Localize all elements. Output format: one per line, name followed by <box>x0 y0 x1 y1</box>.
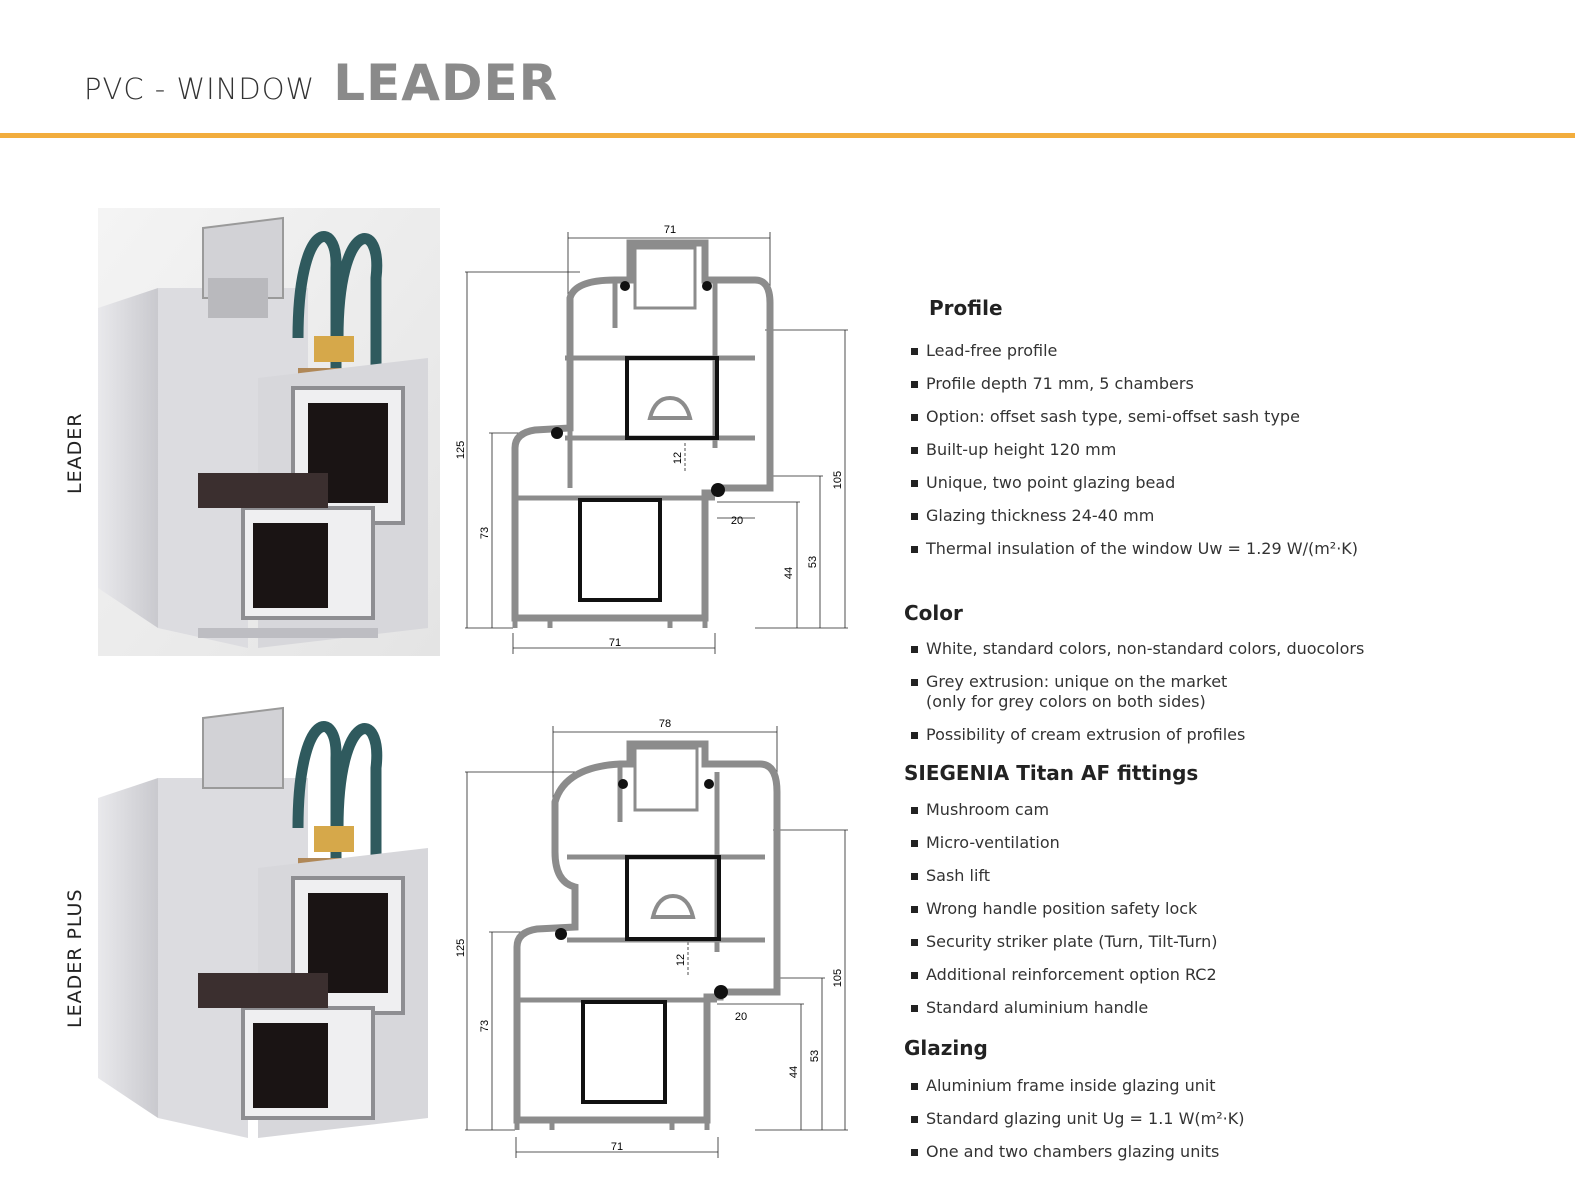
cross-section-drawing-leader: 71 71 125 73 12 105 53 44 20 <box>455 224 848 654</box>
dim-right-outer: 105 <box>832 471 844 489</box>
dim-left-outer: 125 <box>455 441 467 459</box>
dim-top: 78 <box>659 718 671 730</box>
dim-left-inner: 73 <box>479 527 491 539</box>
dim-center: 12 <box>672 452 684 464</box>
list-item: Profile depth 71 mm, 5 chambers <box>904 374 1544 394</box>
profile-list: Lead-free profile Profile depth 71 mm, 5… <box>904 341 1544 559</box>
fittings-list: Mushroom cam Micro-ventilation Sash lift… <box>904 800 1544 1018</box>
list-item: Grey extrusion: unique on the market <box>904 672 1544 692</box>
dim-bottom: 71 <box>611 1141 623 1153</box>
dim-right-outer: 105 <box>832 969 844 987</box>
list-item: Security striker plate (Turn, Tilt-Turn) <box>904 932 1544 952</box>
list-item-sub-text: (only for grey colors on both sides) <box>926 692 1206 711</box>
list-item: Sash lift <box>904 866 1544 886</box>
list-item: Possibility of cream extrusion of profil… <box>904 725 1544 745</box>
list-item: Lead-free profile <box>904 341 1544 361</box>
list-item: Option: offset sash type, semi-offset sa… <box>904 407 1544 427</box>
section-title-color: Color <box>904 601 963 625</box>
cross-section-drawing-leader-plus: 78 71 125 73 12 105 53 44 20 <box>455 718 848 1158</box>
dim-top: 71 <box>664 224 676 236</box>
list-item: One and two chambers glazing units <box>904 1142 1544 1162</box>
page-header: PVC - WINDOW LEADER <box>84 52 558 112</box>
section-title-glazing: Glazing <box>904 1036 988 1060</box>
dim-bead: 20 <box>731 515 743 527</box>
list-item: Aluminium frame inside glazing unit <box>904 1076 1544 1096</box>
specifications: Profile Lead-free profile Profile depth … <box>904 296 1544 1162</box>
list-item: Standard glazing unit Ug = 1.1 W(m²·K) <box>904 1109 1544 1129</box>
section-title-profile: Profile <box>929 296 1003 320</box>
variant-label-leader-plus: LEADER PLUS <box>64 888 86 1028</box>
variant-label-leader: LEADER <box>64 412 86 494</box>
list-item: Thermal insulation of the window Uw = 1.… <box>904 539 1544 559</box>
accent-rule <box>0 133 1575 138</box>
list-item: Glazing thickness 24-40 mm <box>904 506 1544 526</box>
profile-photo-leader-plus <box>98 698 440 1153</box>
list-item: Micro-ventilation <box>904 833 1544 853</box>
dim-right-mid: 53 <box>807 556 819 568</box>
list-item: Wrong handle position safety lock <box>904 899 1544 919</box>
list-item: Additional reinforcement option RC2 <box>904 965 1544 985</box>
list-item: Mushroom cam <box>904 800 1544 820</box>
color-list: White, standard colors, non-standard col… <box>904 639 1544 745</box>
header-title: LEADER <box>333 54 559 112</box>
dim-bottom: 71 <box>609 637 621 649</box>
list-item: White, standard colors, non-standard col… <box>904 639 1544 659</box>
list-item-sub: (only for grey colors on both sides) <box>904 692 1544 712</box>
list-item: Standard aluminium handle <box>904 998 1544 1018</box>
glazing-list: Aluminium frame inside glazing unit Stan… <box>904 1076 1544 1162</box>
header-prefix: PVC - WINDOW <box>84 72 316 106</box>
dim-right-inner: 44 <box>783 567 795 579</box>
profile-photo-leader <box>98 208 440 656</box>
dim-bead: 20 <box>735 1011 747 1023</box>
dim-center: 12 <box>675 954 687 966</box>
list-item: Built-up height 120 mm <box>904 440 1544 460</box>
dim-right-mid: 53 <box>809 1050 821 1062</box>
dim-left-outer: 125 <box>455 939 467 957</box>
dim-left-inner: 73 <box>479 1020 491 1032</box>
dim-right-inner: 44 <box>788 1066 800 1078</box>
list-item: Unique, two point glazing bead <box>904 473 1544 493</box>
section-title-fittings: SIEGENIA Titan AF fittings <box>904 761 1199 785</box>
